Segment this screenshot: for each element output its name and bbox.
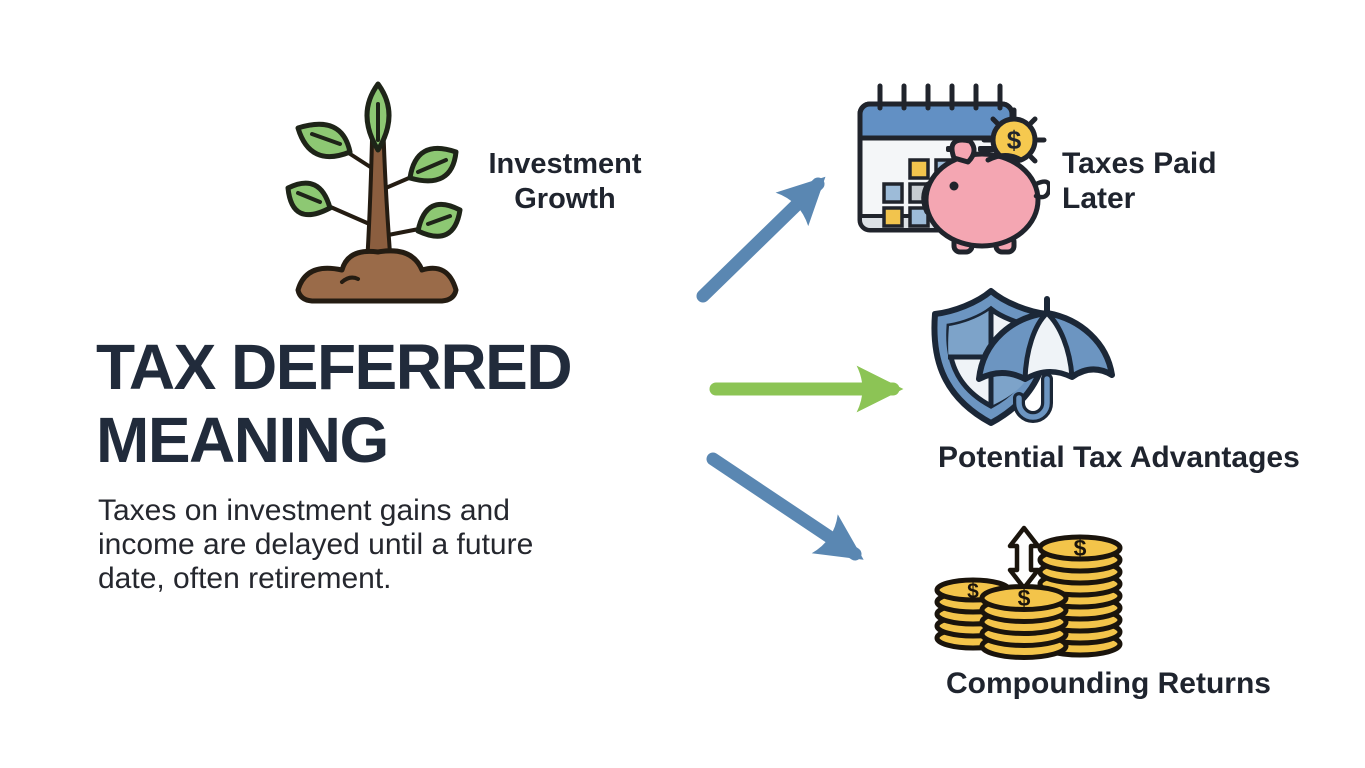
coin-stacks-icon: $ $ $: [934, 525, 1123, 660]
taxes-paid-line2: Later: [1062, 182, 1136, 215]
umbrella-icon: [976, 296, 1115, 423]
potential-tax-advantages-label: Potential Tax Advantages: [938, 440, 1338, 475]
arrow-up-right: [696, 176, 826, 303]
investment-growth-line2: Growth: [514, 183, 616, 215]
svg-text:$: $: [1007, 125, 1022, 155]
page-title: TAX DEFERRED MEANING: [96, 331, 716, 477]
svg-text:$: $: [1018, 585, 1031, 611]
potential-tax-line1: Potential Tax Advantages: [938, 441, 1300, 474]
plant-leaves: [285, 81, 463, 239]
taxes-paid-line1: Taxes Paid: [1062, 147, 1217, 180]
calendar-rings: [877, 83, 1003, 111]
arrow-down-right: [706, 452, 864, 561]
coin-stack-medium: [979, 584, 1069, 660]
compounding-returns-line1: Compounding Returns: [946, 667, 1271, 700]
calendar-piggy-bank-icon: $: [857, 83, 1050, 255]
soil-mound: [295, 248, 459, 304]
investment-growth-line1: Investment: [488, 148, 642, 180]
svg-text:$: $: [967, 580, 979, 603]
seedling-plant-icon: [285, 81, 463, 304]
leaf-veins: [296, 102, 452, 226]
investment-growth-label: Investment Growth: [452, 147, 678, 217]
soil-detail: [340, 275, 360, 284]
shield-umbrella-icon: [931, 288, 1115, 426]
growth-double-arrow-icon: [1007, 525, 1041, 591]
compounding-returns-label: Compounding Returns: [946, 666, 1306, 701]
piggy-bank-icon: [921, 137, 1050, 255]
description-text: Taxes on investment gains and income are…: [98, 494, 534, 595]
title-line2: MEANING: [96, 404, 389, 476]
taxes-paid-later-label: Taxes Paid Later: [1062, 146, 1282, 216]
dollar-coin-icon: $: [981, 107, 1047, 173]
title-line1: TAX DEFERRED: [96, 331, 573, 403]
svg-text:$: $: [1074, 535, 1087, 561]
